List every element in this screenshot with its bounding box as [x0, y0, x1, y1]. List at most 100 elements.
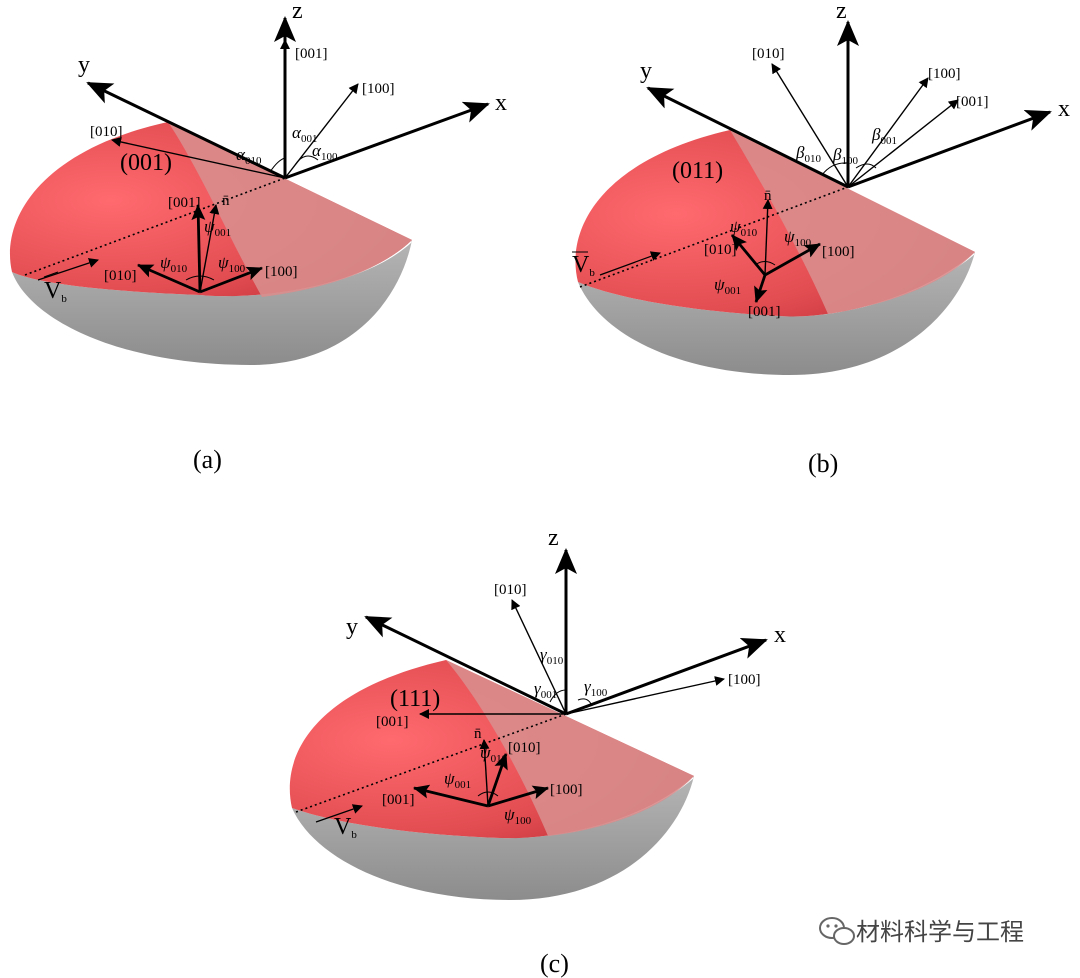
- angle-psi-001: ψ001: [714, 275, 741, 297]
- panel-c: x y z [010] [100] [001] γ010 γ001 γ100 (…: [289, 525, 786, 978]
- velocity-arrow: [37, 258, 99, 281]
- normal-arrow: [762, 199, 773, 276]
- dir-label-010: [010]: [494, 582, 527, 598]
- angle-gamma-010: γ010: [540, 645, 564, 667]
- angle-arc: [821, 162, 849, 176]
- velocity-label: Vb: [334, 814, 357, 841]
- velocity-label: Vb: [44, 278, 67, 305]
- surface-dir-100-arrow: [764, 242, 821, 277]
- dir-label-100: [100]: [928, 66, 961, 82]
- axis-x-arrow: [565, 638, 768, 716]
- dir-label-001: [001]: [956, 94, 989, 110]
- axis-y-label: y: [346, 614, 358, 640]
- normal-arrow: [479, 739, 490, 807]
- dir-label-001: [001]: [376, 714, 409, 730]
- dir-label-100: [100]: [362, 81, 395, 97]
- surface-dir-010-arrow: [137, 263, 201, 294]
- centerline: [24, 177, 286, 276]
- angle-beta-010: β010: [795, 143, 821, 165]
- surface-dir-100-arrow: [487, 785, 549, 808]
- velocity-arrow: [315, 804, 363, 823]
- angle-alpha-010: α010: [236, 145, 262, 167]
- angle-psi-001: ψ001: [204, 217, 231, 239]
- surface-label-100: [100]: [550, 782, 583, 798]
- axis-x-arrow: [284, 101, 490, 180]
- surface-dir-010-arrow: [730, 234, 767, 276]
- angle-arc: [754, 261, 776, 266]
- surface-label-100: [100]: [265, 264, 298, 280]
- axis-z-label: z: [548, 525, 559, 551]
- melt-pool-back-region: [446, 660, 694, 836]
- surface-dir-001-arrow: [413, 784, 489, 808]
- dir-010-arrow: [771, 63, 849, 188]
- angle-arc: [269, 157, 286, 173]
- surface-dir-001-arrow: [754, 274, 768, 303]
- watermark: 材料科学与工程: [819, 917, 1024, 946]
- axis-y-arrow: [646, 86, 849, 189]
- angle-psi-001: ψ001: [444, 769, 471, 791]
- watermark-text: 材料科学与工程: [856, 918, 1024, 946]
- dir-label-010: [010]: [90, 124, 123, 140]
- angle-arc: [549, 689, 567, 703]
- melt-pool-side: [292, 776, 694, 900]
- angle-psi-010: ψ010: [730, 217, 758, 239]
- dir-010-arrow: [511, 599, 567, 715]
- normal-label: n̄: [474, 726, 482, 742]
- caption-b: (b): [808, 449, 838, 478]
- axis-y-label: y: [640, 58, 652, 84]
- velocity-label: Vb: [572, 252, 595, 279]
- surface-label-010: [010]: [704, 242, 737, 258]
- surface-label-001: [001]: [168, 195, 201, 211]
- normal-label: n̄: [764, 188, 772, 204]
- surface-label-001: [001]: [382, 792, 415, 808]
- melt-pool-side: [578, 252, 975, 375]
- surface-dir-001-arrow: [191, 204, 206, 293]
- surface-dir-100-arrow: [199, 266, 263, 294]
- dir-010-arrow: [111, 137, 286, 179]
- axis-z-label: z: [292, 0, 303, 24]
- angle-arc: [577, 698, 593, 707]
- axis-x-label: x: [774, 622, 786, 648]
- angle-beta-001: β001: [871, 125, 897, 147]
- axis-z-label: z: [836, 0, 847, 24]
- surface-label-010: [010]: [508, 740, 541, 756]
- dir-label-100: [100]: [728, 672, 761, 688]
- axis-y-label: y: [78, 52, 90, 78]
- angle-arc: [294, 155, 319, 166]
- plane-label: (001): [120, 150, 172, 176]
- caption-c: (c): [540, 949, 569, 978]
- surface-label-100: [100]: [822, 244, 855, 260]
- angle-psi-100: ψ100: [504, 805, 532, 827]
- angle-gamma-001: γ001: [534, 679, 557, 701]
- dir-100-arrow: [847, 77, 929, 188]
- velocity-overbar: [43, 271, 59, 278]
- angle-alpha-001: α001: [292, 123, 317, 145]
- angle-psi-100: ψ100: [218, 253, 246, 275]
- normal-arrow: [199, 204, 220, 293]
- velocity-arrow: [599, 251, 661, 276]
- plane-label: (111): [390, 686, 440, 712]
- axis-x-label: x: [1058, 96, 1070, 122]
- angle-psi-010: ψ010: [480, 743, 508, 765]
- axis-x-label: x: [495, 90, 507, 116]
- wechat-icon: [819, 917, 855, 945]
- dir-label-010: [010]: [752, 46, 785, 62]
- normal-label: n̄: [222, 193, 230, 209]
- surface-label-001: [001]: [748, 304, 781, 320]
- melt-pool-back-region: [730, 130, 975, 314]
- axis-y-arrow: [86, 81, 286, 180]
- angle-psi-010: ψ010: [160, 253, 188, 275]
- surface-dir-010-arrow: [486, 753, 508, 807]
- angle-gamma-100: γ100: [584, 677, 608, 699]
- angle-arc: [855, 163, 877, 169]
- angle-arc: [477, 791, 499, 797]
- angle-arc: [185, 275, 215, 281]
- melt-pool-side: [12, 240, 412, 365]
- angle-alpha-100: α100: [312, 141, 338, 163]
- angle-psi-100: ψ100: [784, 227, 812, 249]
- caption-a: (a): [193, 445, 222, 474]
- plane-label: (011): [672, 158, 723, 184]
- surface-label-010: [010]: [104, 268, 137, 284]
- dir-label-001: [001]: [295, 46, 328, 62]
